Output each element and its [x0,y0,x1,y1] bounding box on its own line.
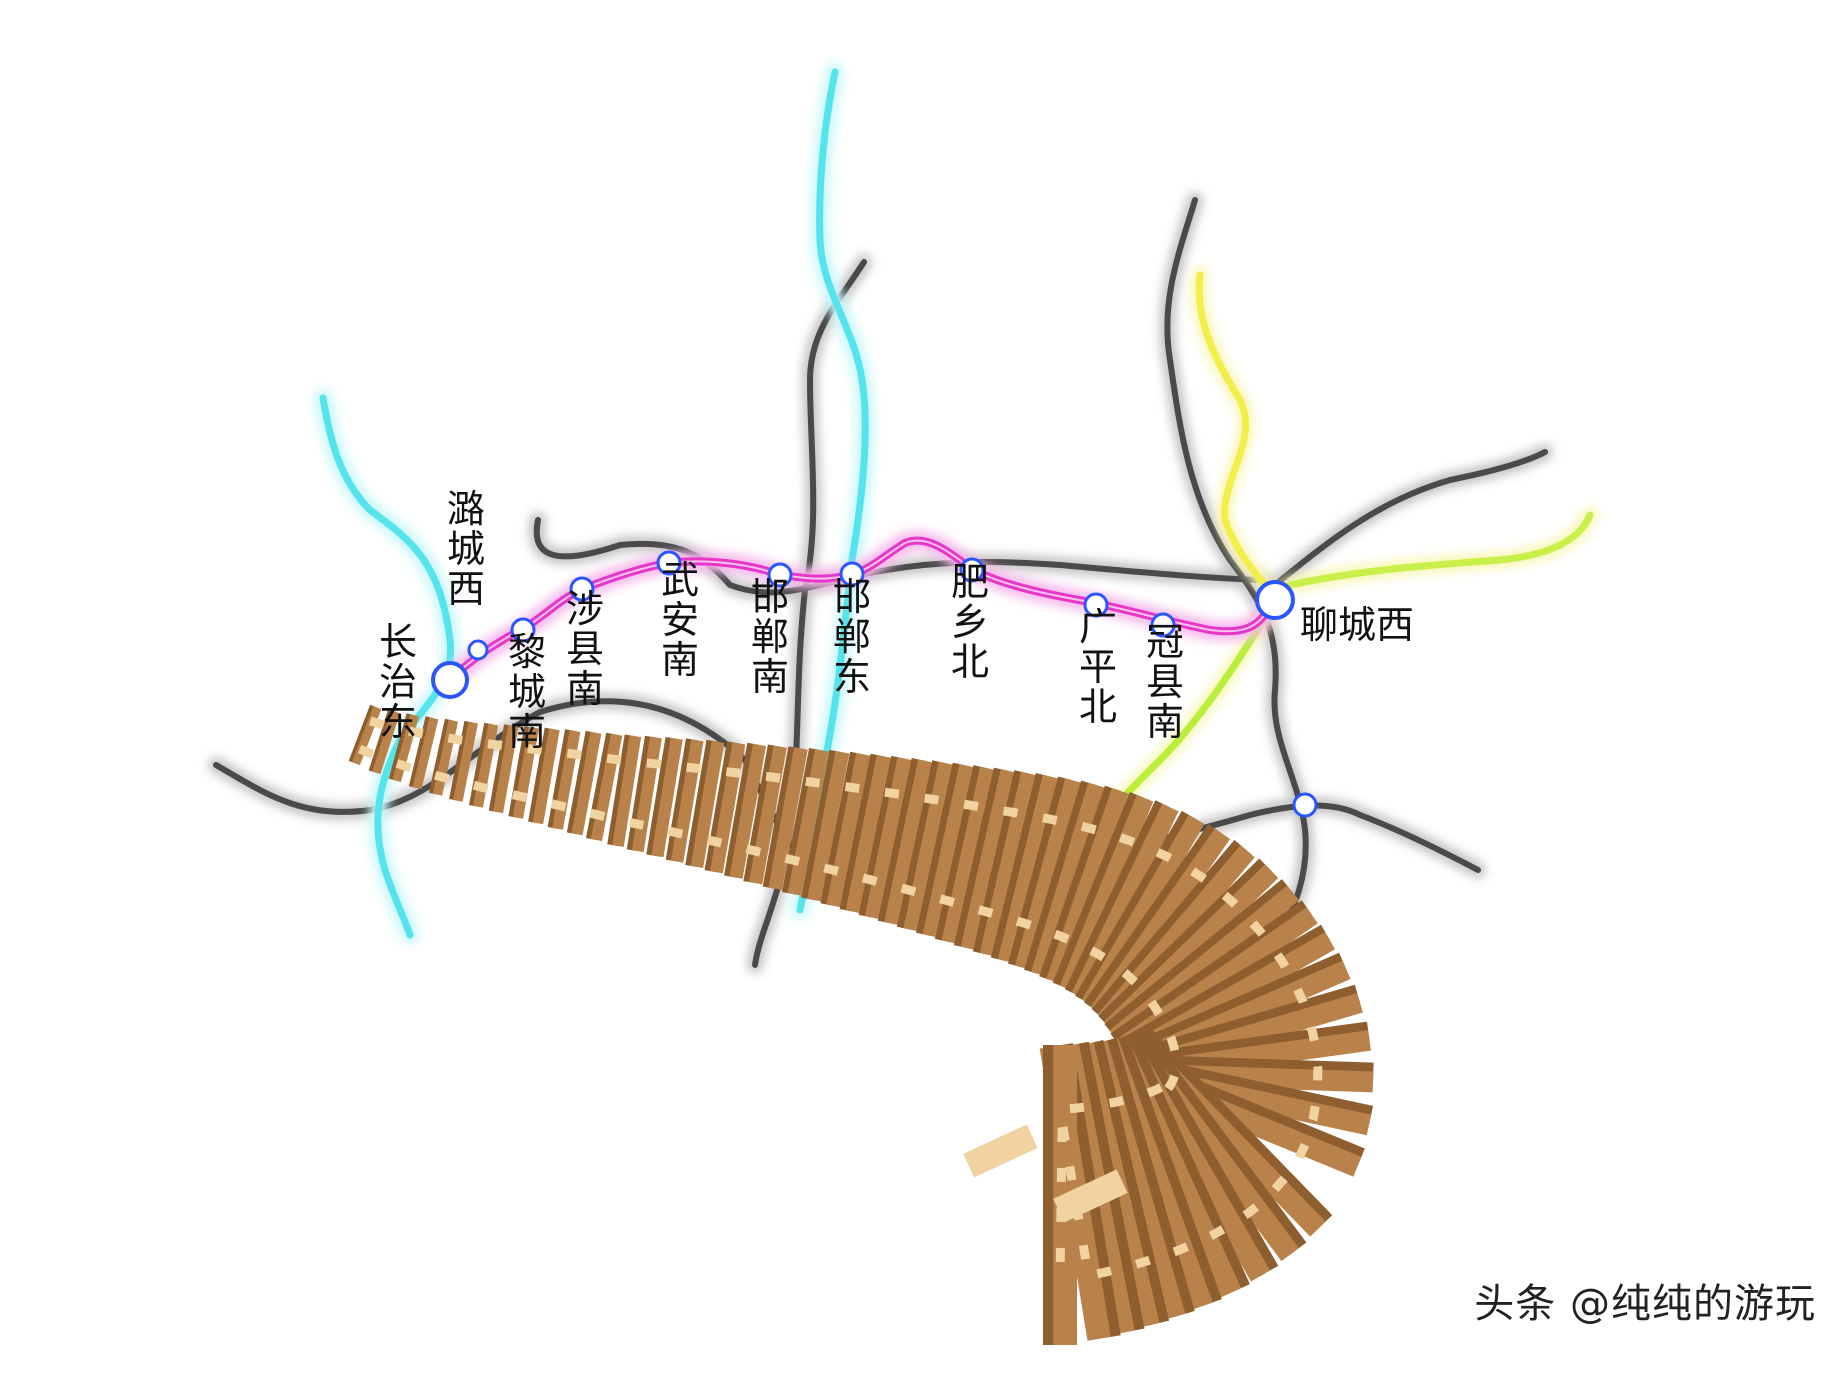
gray-railway-ne [1272,449,1548,588]
station-feixiang-north[interactable] [959,557,985,583]
station-handan-east[interactable] [839,561,865,587]
station-label-guangping-north: 广平北 [1079,605,1117,729]
track-end-block [1053,1169,1128,1223]
stations [431,550,1318,818]
station-lucheng-west[interactable] [467,639,489,661]
station-handan-south[interactable] [767,562,793,588]
colored-railways [1067,267,1598,868]
track-sleeper [368,709,400,775]
track-sleeper [646,736,683,858]
track-sleeper [528,727,560,825]
station-label-changzhi-east: 长治东 [379,620,417,744]
track-sleeper [685,739,725,868]
track-sleeper [724,742,766,879]
station-label-handan-south: 邯郸南 [751,575,789,699]
track-rail [357,744,1184,1281]
lime-railway-east [1286,511,1594,589]
track-sleeper [801,749,850,902]
station-junction-unlabeled[interactable] [1292,792,1318,818]
station-wuan-south[interactable] [656,550,682,576]
track-end-block [963,1124,1038,1178]
station-label-liaocheng-west: 聊城西 [1300,603,1414,647]
track-sleeper [762,746,808,891]
track-sleeper [488,724,519,814]
track-sleeper [566,730,602,836]
track-sleeper [916,762,975,938]
station-licheng-south[interactable] [510,617,536,643]
track-rail [369,716,1323,1282]
track-sleeper [408,716,439,790]
track-sleeper [877,758,934,926]
station-label-shexian-south: 涉县南 [566,587,604,711]
station-label-handan-east: 邯郸东 [833,575,871,699]
station-changzhi-east[interactable] [431,661,469,699]
track-sleeper [839,753,892,914]
station-label-feixiang-north: 肥乡北 [951,560,989,684]
track-sleeper [449,720,478,802]
watermark: 头条 @纯纯的游玩 [1474,1281,1816,1327]
station-label-wuan-south: 武安南 [661,558,699,682]
station-label-guanxian-south: 冠县南 [1146,620,1184,744]
station-guangping-north[interactable] [1083,592,1109,618]
yellow-railway [1195,271,1279,599]
track-sleeper [607,734,642,847]
station-shexian-south[interactable] [569,576,595,602]
track-sleeper [953,767,1017,951]
decorative-track [348,704,1374,1345]
station-liaocheng-west[interactable] [1255,580,1295,620]
station-label-lucheng-west: 潞城西 [447,487,485,611]
station-guanxian-south[interactable] [1150,612,1176,638]
station-label-licheng-south: 黎城南 [508,630,546,754]
